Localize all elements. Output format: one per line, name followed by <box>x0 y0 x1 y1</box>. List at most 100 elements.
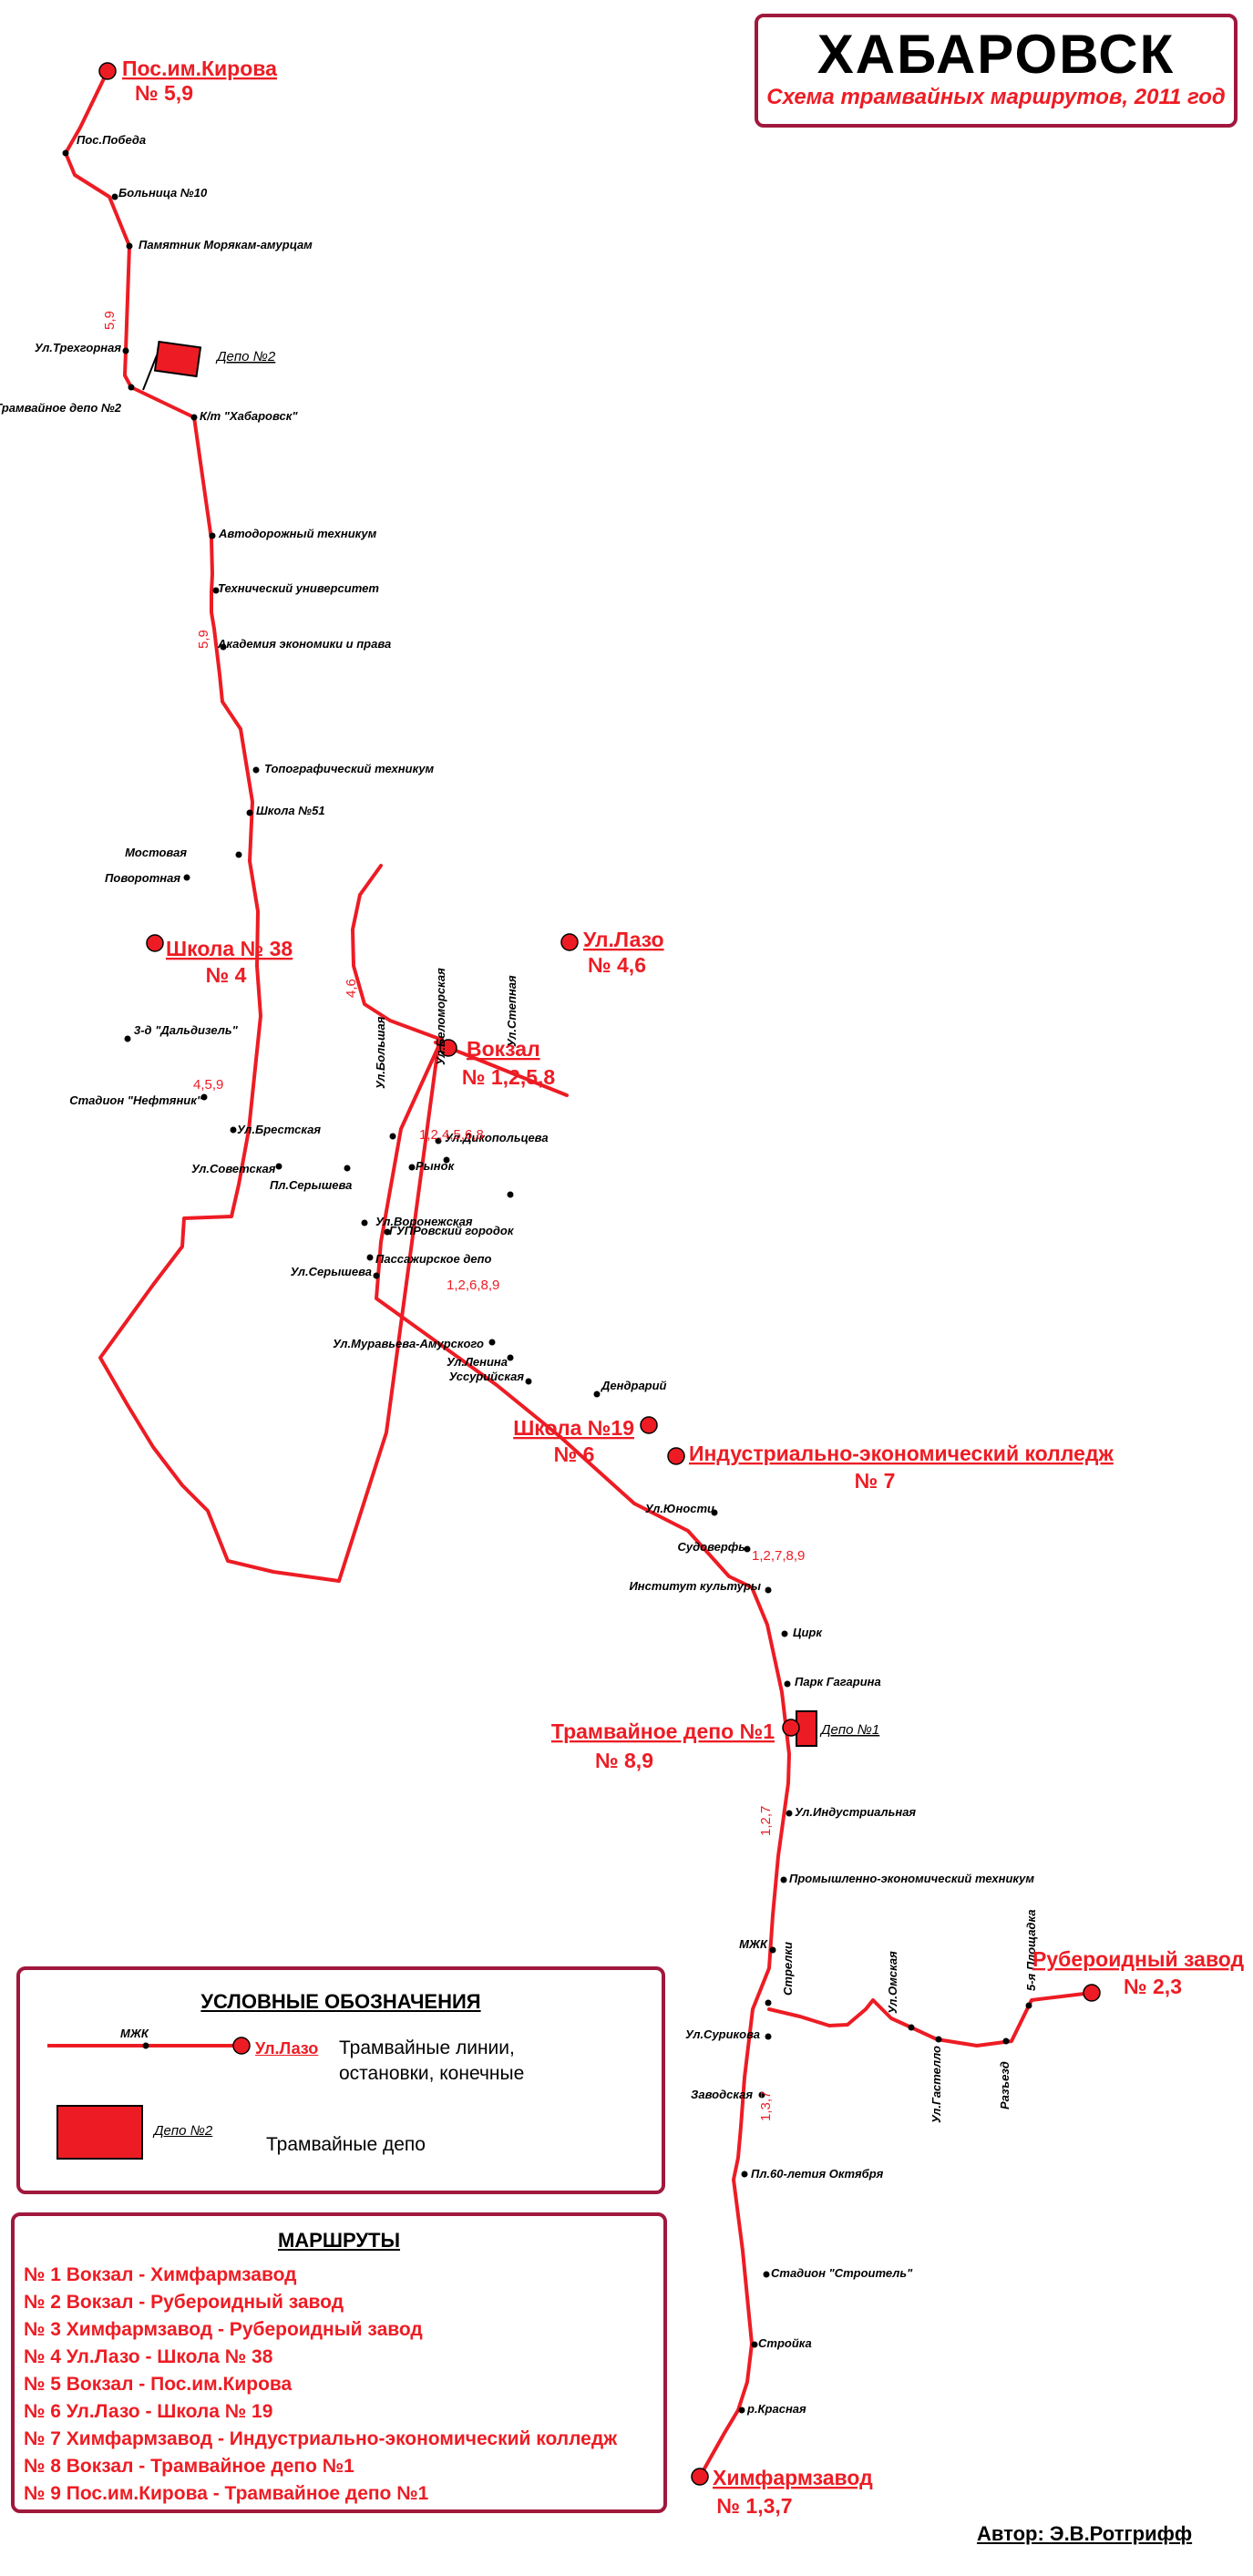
stop-dot <box>373 1272 380 1279</box>
stop-label: Ул.Гастелло <box>929 2046 943 2123</box>
stop-dot <box>252 766 260 774</box>
stop-label: Ул.Степная <box>505 975 519 1047</box>
legend-sample-terminal: Ул.Лазо <box>255 2039 319 2058</box>
stop-dot <box>741 2171 748 2178</box>
stop-dot <box>384 1228 391 1236</box>
terminal-dot <box>667 1447 685 1465</box>
stop-dot <box>344 1165 351 1172</box>
routes-list: № 1 Вокзал - Химфармзавод № 2 Вокзал - Р… <box>24 2262 617 2508</box>
stop-label: Ул.Трехгорная <box>35 341 121 354</box>
stop-dot <box>711 1509 718 1516</box>
stop-dot <box>751 2341 758 2348</box>
depot1-label: Депо №1 <box>819 1722 879 1738</box>
legend-sample-stop: МЖК <box>120 2027 149 2040</box>
route-item: № 4 Ул.Лазо - Школа № 38 <box>24 2346 273 2367</box>
stop-dot <box>62 149 69 157</box>
stop-dot <box>200 1093 208 1101</box>
route-item: № 3 Химфармзавод - Рубероидный завод <box>24 2319 423 2340</box>
terminal-dot <box>146 934 164 952</box>
stop-dot <box>212 587 220 594</box>
stop-label: Ул.Воронежская <box>375 1215 473 1228</box>
stop-dot <box>111 193 118 200</box>
route-tag: 4,5,9 <box>193 1077 223 1093</box>
legend-depots-desc: Трамвайные депо <box>266 2134 426 2155</box>
stop-label: Ул.Серышева <box>291 1265 372 1278</box>
stop-label: ГУПРовский городок <box>389 1224 515 1237</box>
stop-label: Пл.60-летия Октября <box>751 2167 884 2181</box>
terminal-dot <box>1083 1984 1101 2002</box>
terminal-routes: № 4 <box>206 963 247 987</box>
stop-label: Больница №10 <box>118 186 208 200</box>
stop-dot <box>366 1254 374 1261</box>
stop-label: Пл.Серышева <box>270 1178 352 1192</box>
stop-dot <box>361 1219 368 1226</box>
route-tag: 1,3,7 <box>758 2091 774 2121</box>
stop-dot <box>435 1137 442 1144</box>
stop-dot <box>738 2407 745 2414</box>
stop-label: Трамвайное депо №2 <box>0 401 122 415</box>
stop-dot <box>122 347 129 354</box>
terminal-routes: № 1,2,5,8 <box>462 1065 556 1089</box>
stop-label: Ул.Советская <box>191 1162 276 1175</box>
stop-dot <box>128 384 135 391</box>
route-tag: 1,2,7 <box>758 1806 774 1836</box>
stop-dot <box>744 1545 751 1553</box>
terminal-name: Школа №19 <box>513 1416 634 1440</box>
tram-line <box>434 1041 569 1097</box>
terminal-name: Химфармзавод <box>713 2466 873 2489</box>
terminal-routes: № 7 <box>855 1469 896 1493</box>
stop-dot <box>765 2033 772 2040</box>
legend-title: УСЛОВНЫЕ ОБОЗНАЧЕНИЯ <box>200 1990 481 2013</box>
stop-dot <box>443 1156 450 1164</box>
tram-line <box>767 1991 1094 2047</box>
route-tag: 5,9 <box>196 630 211 649</box>
stop-dot <box>769 1946 776 1954</box>
stop-label: Рынок <box>416 1159 456 1173</box>
stop-label: Ул.Ленина <box>447 1355 508 1369</box>
stop-label: р.Красная <box>746 2402 806 2416</box>
route-tag: 1,2,6,8,9 <box>447 1278 499 1293</box>
routes-box: МАРШРУТЫ № 1 Вокзал - Химфармзавод № 2 В… <box>11 2212 667 2513</box>
stop-label: Памятник Морякам-амурцам <box>139 238 313 251</box>
legend-sample-depot: Депо №2 <box>154 2123 213 2139</box>
stop-dot <box>507 1354 514 1361</box>
stop-label: МЖК <box>739 1937 768 1951</box>
route-item: № 9 Пос.им.Кирова - Трамвайное депо №1 <box>24 2483 429 2504</box>
stop-label: Стрелки <box>781 1942 795 1996</box>
route-item: № 1 Вокзал - Химфармзавод <box>24 2264 297 2285</box>
stop-dot <box>758 2091 765 2099</box>
stop-label: Стройка <box>758 2336 812 2350</box>
terminal-dot <box>782 1719 800 1737</box>
stop-dot <box>593 1391 601 1398</box>
author-credit: Автор: Э.В.Ротгрифф <box>977 2522 1193 2545</box>
stop-dot <box>763 2271 770 2278</box>
terminal-name: Школа № 38 <box>166 937 293 960</box>
route-tag: 5,9 <box>102 311 118 330</box>
depot2-icon <box>153 340 202 378</box>
stop-label: Мостовая <box>125 846 187 859</box>
route-item: № 2 Вокзал - Рубероидный завод <box>24 2292 344 2313</box>
stop-label: Топографический техникум <box>264 762 435 775</box>
stop-dot <box>183 874 190 881</box>
stop-label: Ул.Индустриальная <box>795 1805 916 1819</box>
route-item: № 6 Ул.Лазо - Школа № 19 <box>24 2401 273 2422</box>
stop-dot <box>507 1191 514 1198</box>
terminal-dot <box>439 1039 457 1057</box>
terminal-dot <box>640 1416 658 1434</box>
stop-label: Цирк <box>793 1626 823 1639</box>
stop-dot <box>780 1876 787 1883</box>
stop-dot <box>908 2024 915 2031</box>
stop-label: Уссурийская <box>449 1370 525 1383</box>
stop-label: Пассажирское депо <box>375 1252 492 1266</box>
stop-label: Стадион "Строитель" <box>771 2266 913 2280</box>
terminal-name: Ул.Лазо <box>583 928 664 951</box>
stop-label: Ул.Юности <box>645 1502 714 1515</box>
stop-label: 5-я Площадка <box>1024 1910 1038 1991</box>
terminal-routes: № 5,9 <box>135 81 193 105</box>
stop-label: Институт культуры <box>629 1579 761 1593</box>
stop-label: Судоверфь <box>677 1540 745 1554</box>
stop-dot <box>765 1999 772 2006</box>
stop-dot <box>220 643 227 651</box>
terminal-dot <box>98 62 117 80</box>
